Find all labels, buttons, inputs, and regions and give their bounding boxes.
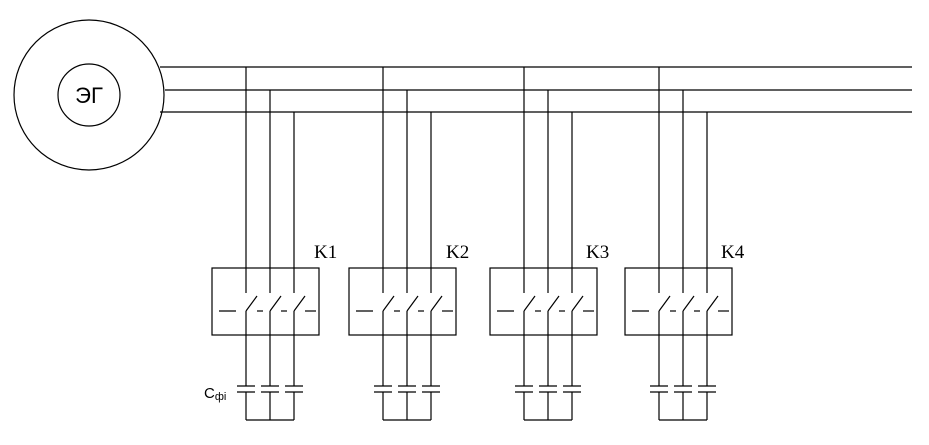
contactor-box bbox=[489, 267, 598, 336]
contactor-box bbox=[624, 267, 733, 336]
capacitor-bank bbox=[515, 385, 581, 421]
bus-lines bbox=[160, 66, 912, 113]
contact-switches bbox=[219, 295, 316, 386]
generator-outer-circle bbox=[13, 19, 165, 171]
capacitor-bank bbox=[374, 385, 440, 421]
generator-label: ЭГ bbox=[75, 83, 103, 108]
contactor-unit-4: K4 bbox=[624, 67, 745, 421]
contactor-box bbox=[211, 267, 320, 336]
contactor-unit-1: K1 Cфi bbox=[204, 67, 337, 421]
capacitor-label: Cфi bbox=[204, 385, 226, 403]
contact-switches bbox=[497, 295, 594, 386]
generator: ЭГ bbox=[13, 19, 165, 171]
capacitor-bank bbox=[650, 385, 716, 421]
contact-switches bbox=[356, 295, 453, 386]
contactor-label: K3 bbox=[586, 242, 609, 263]
contact-switches bbox=[632, 295, 729, 386]
contactor-unit-3: K3 bbox=[489, 67, 609, 421]
contactor-unit-2: K2 bbox=[348, 67, 469, 421]
contactor-label: K4 bbox=[721, 242, 745, 263]
contactor-box bbox=[348, 267, 457, 336]
contactor-label: K2 bbox=[446, 242, 469, 263]
generator-inner-circle bbox=[57, 63, 121, 127]
capacitor-bank bbox=[237, 385, 303, 421]
contactor-label: K1 bbox=[314, 242, 337, 263]
